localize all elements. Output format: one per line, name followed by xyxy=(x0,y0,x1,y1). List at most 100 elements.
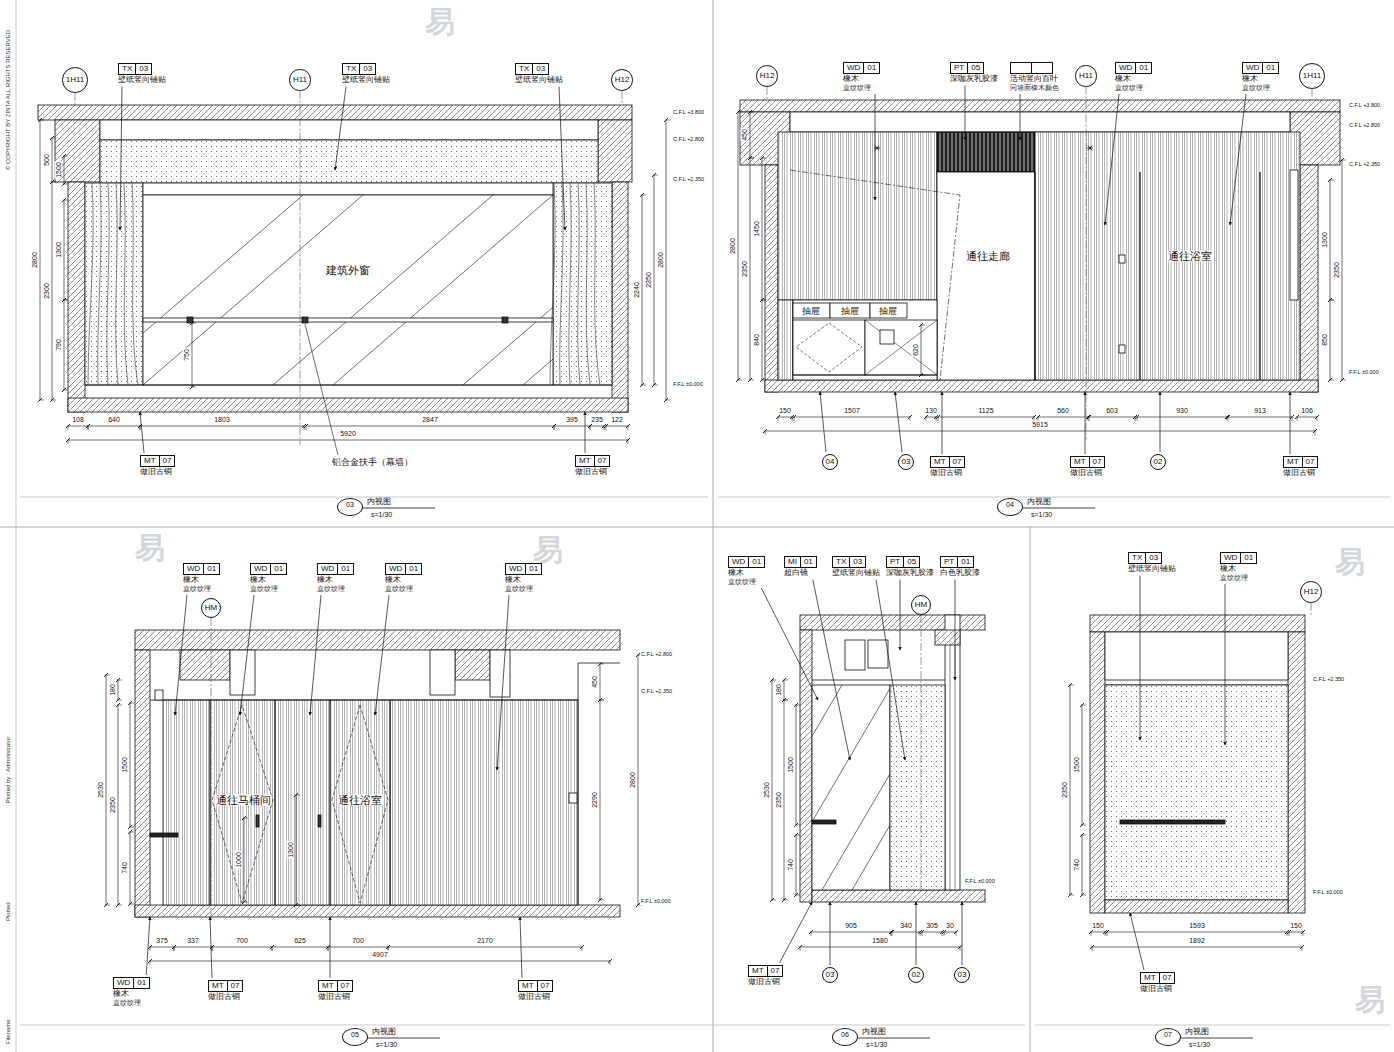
extension-line xyxy=(920,325,925,326)
plot-note: Filename : xyxy=(5,1015,11,1045)
material-number: 01 xyxy=(864,62,880,74)
material-note: 橡木 xyxy=(317,575,354,585)
bulkhead xyxy=(490,650,510,697)
extension-line xyxy=(628,425,629,430)
grid-label: 1H11 xyxy=(1303,72,1322,80)
dimension-line xyxy=(784,680,785,700)
beam-section xyxy=(935,630,960,645)
cabinet-door xyxy=(865,320,937,375)
dimension-line xyxy=(738,112,739,380)
dimension: 1580 xyxy=(871,937,889,944)
level-mark: C.F.L +2.800 xyxy=(1348,123,1381,129)
glass-reflection xyxy=(812,685,842,890)
view-circle: 07 xyxy=(1155,1028,1181,1046)
dimension-line xyxy=(130,703,131,827)
material-code: MT xyxy=(575,455,595,467)
leader-line xyxy=(1225,584,1226,745)
material-note: 壁纸竖向铺贴 xyxy=(342,75,390,85)
tag-cells: PT01 xyxy=(940,556,980,568)
material-number: 01 xyxy=(204,563,220,575)
dimension: 790 xyxy=(55,338,62,352)
door-frame xyxy=(209,700,210,905)
watermark: 易 xyxy=(424,7,456,37)
extension-line xyxy=(1069,895,1074,896)
dimension: 2800 xyxy=(729,237,736,255)
leader-line xyxy=(916,902,917,965)
extension-line xyxy=(795,895,800,896)
door-handle xyxy=(1119,255,1125,263)
curtain-fold xyxy=(98,183,101,385)
material-tag: TX03壁纸竖向铺贴 xyxy=(832,556,880,578)
watermark: 易 xyxy=(134,533,166,563)
dimension: 905 xyxy=(844,922,858,929)
drawer xyxy=(793,303,830,318)
door-frame xyxy=(1034,172,1035,380)
section-mark: 03 xyxy=(898,454,914,470)
grid-bubble: H11 xyxy=(289,69,310,90)
dimension: 850 xyxy=(1321,333,1328,347)
dimension: 150 xyxy=(1289,922,1303,929)
dimension-line xyxy=(750,158,751,380)
extension-line xyxy=(117,700,122,701)
material-note: 直纹纹理 xyxy=(505,585,542,593)
leader-line xyxy=(820,392,826,452)
leader-line xyxy=(942,392,943,454)
level-mark: C.F.L +2.350 xyxy=(1312,677,1345,683)
extension-line xyxy=(117,680,122,681)
view-scale: s=1/30 xyxy=(371,511,392,518)
door-swing xyxy=(790,170,960,380)
material-code: PT xyxy=(940,556,958,568)
material-tag: MT07做旧古铜 xyxy=(1283,456,1318,478)
extension-line xyxy=(140,425,141,430)
tag-cells: MT07 xyxy=(140,455,175,467)
ceiling-line xyxy=(150,700,578,701)
extension-line xyxy=(1341,380,1346,381)
material-code: PT xyxy=(950,62,968,74)
leader-line xyxy=(955,580,956,680)
dimension: 1500 xyxy=(787,756,794,774)
room-label: 通往浴室 xyxy=(1167,251,1213,262)
material-code: WD xyxy=(385,563,406,575)
dimension: 1892 xyxy=(1188,937,1206,944)
extension-line xyxy=(129,832,134,833)
extension-line xyxy=(771,900,776,901)
grid-label: H11 xyxy=(293,76,307,84)
extension-line xyxy=(39,400,44,401)
section-mark: 03 xyxy=(822,967,838,983)
dimension: 1593 xyxy=(1188,922,1206,929)
dimension-line xyxy=(750,112,751,158)
ceiling-recess xyxy=(1105,632,1288,680)
louver-slat xyxy=(992,133,993,171)
dimension-line xyxy=(88,426,140,427)
dimension: 840 xyxy=(753,333,760,347)
material-tag: MT07做旧古铜 xyxy=(518,980,553,1002)
view-name: 内视图 xyxy=(372,1028,396,1036)
tag-cells: WD01 xyxy=(1242,62,1279,74)
duct-box xyxy=(868,640,888,668)
extension-line xyxy=(51,400,56,401)
extension-line xyxy=(599,664,604,665)
glass-reflection xyxy=(812,685,890,890)
watermark: 易 xyxy=(532,535,564,565)
dimension-line xyxy=(68,426,88,427)
material-number: 07 xyxy=(950,456,966,468)
extension-line xyxy=(328,946,329,951)
material-note: 直纹纹理 xyxy=(1242,84,1279,92)
material-note: 做旧古铜 xyxy=(1140,984,1175,994)
dimension-line xyxy=(150,961,610,962)
floor-slab xyxy=(135,905,620,917)
extension-line xyxy=(1081,895,1086,896)
leader-line xyxy=(895,392,902,452)
material-number: 03 xyxy=(136,63,152,75)
extension-line xyxy=(811,931,812,936)
note-text: 抽屉 xyxy=(840,307,860,316)
view-name: 内视图 xyxy=(1027,498,1051,506)
louver-slat xyxy=(956,133,957,171)
dimension: 122 xyxy=(610,416,624,423)
dimension: 180 xyxy=(775,683,782,697)
extension-line xyxy=(63,300,68,301)
door-handle xyxy=(318,815,321,827)
dimension-line xyxy=(796,835,797,895)
dimension: 2350 xyxy=(1061,781,1068,799)
